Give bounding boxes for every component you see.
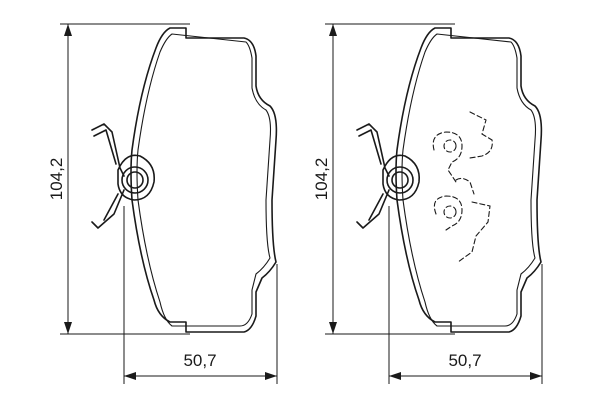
pad-view-right: 104,2 50,7 [312, 23, 543, 384]
width-dimension-right: 50,7 [388, 206, 543, 384]
width-label-left: 50,7 [183, 351, 216, 370]
height-dimension-left: 104,2 [47, 23, 190, 335]
width-dimension-left: 50,7 [123, 206, 278, 384]
pivot-boss-left [117, 154, 156, 201]
hidden-features-dashed-right [432, 111, 493, 263]
friction-material-outline-left [136, 33, 272, 327]
height-label-left: 104,2 [47, 158, 66, 201]
backing-plate-outline-right [395, 27, 543, 333]
friction-material-outline-right [401, 33, 537, 327]
spring-clip-right [356, 123, 390, 229]
height-label-right: 104,2 [312, 158, 331, 201]
width-label-right: 50,7 [448, 351, 481, 370]
backing-plate-outline-left [130, 27, 278, 333]
height-dimension-right: 104,2 [312, 23, 455, 335]
pivot-boss-right [382, 154, 421, 201]
spring-clip-left [91, 123, 125, 229]
pad-view-left: 104,2 50,7 [47, 23, 278, 384]
